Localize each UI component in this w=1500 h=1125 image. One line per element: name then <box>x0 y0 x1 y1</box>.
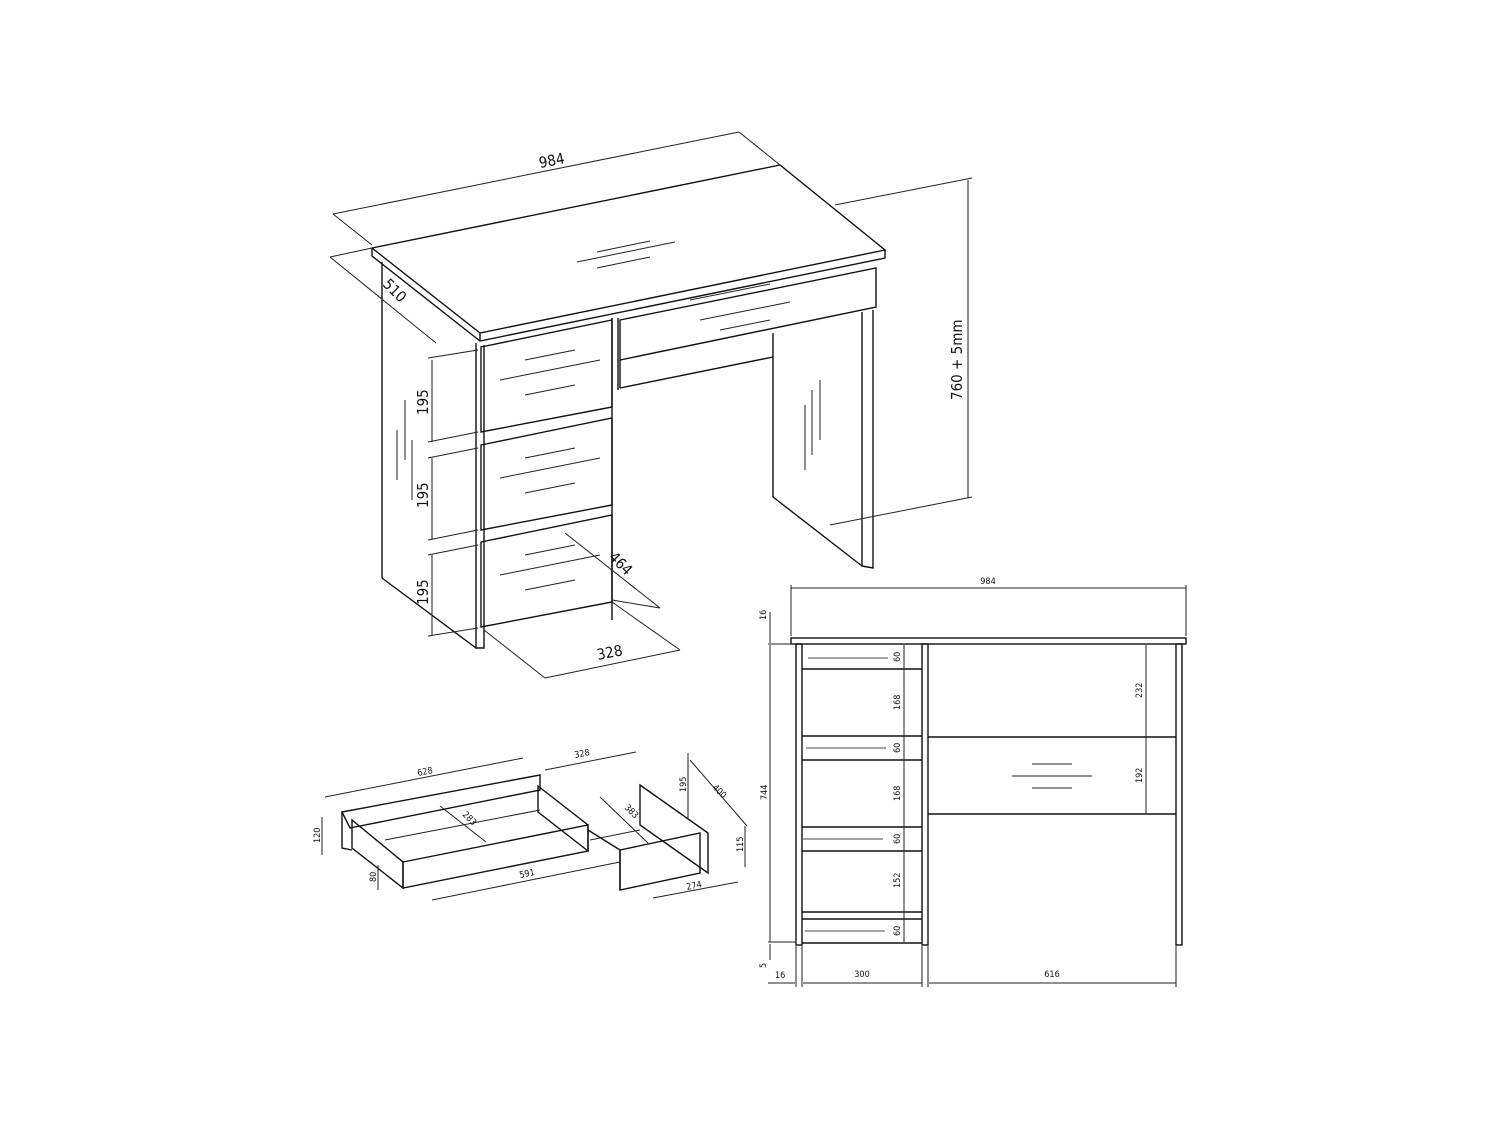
dim-short-height: 115 <box>736 837 746 852</box>
dim-long-inner-height: 80 <box>369 872 379 882</box>
drawer-boxes-view: 628 328 120 283 80 591 383 195 400 115 2… <box>313 748 748 901</box>
front-dim-top-thickness: 16 <box>759 610 769 620</box>
dim-drawer-height-2: 195 <box>414 482 432 508</box>
dim-width-label: 984 <box>537 149 566 172</box>
front-dim-stack-6: 152 <box>893 873 903 888</box>
dim-short-length: 328 <box>574 748 591 761</box>
front-dim-stack-3: 60 <box>893 743 903 753</box>
dim-long-inner-length: 591 <box>519 868 536 881</box>
front-dim-height: 744 <box>760 785 770 800</box>
front-left-leg <box>795 643 803 946</box>
dim-drawer-height-3: 195 <box>414 579 432 605</box>
front-right-leg <box>1175 643 1183 946</box>
front-dim-pedestal-width: 300 <box>854 970 869 980</box>
dim-pedestal-width: 328 <box>595 641 624 664</box>
front-dim-stack-4: 168 <box>893 786 903 801</box>
dim-drawer-height-1: 195 <box>414 389 432 415</box>
dim-short-depth: 383 <box>622 803 640 821</box>
front-dim-stack-1: 60 <box>893 652 903 662</box>
dim-short-inner-width: 274 <box>686 880 703 893</box>
front-dim-right-2: 192 <box>1135 768 1145 783</box>
center-drawer <box>619 267 877 361</box>
long-drawer-front <box>402 824 589 889</box>
front-elevation-view: 984 16 744 5 16 300 616 60 168 60 168 60… <box>759 577 1187 987</box>
dim-height-label: 760 + 5mm <box>948 319 966 400</box>
isometric-desk-view: 984 510 760 + 5mm 195 195 195 464 328 <box>329 131 973 679</box>
drawer-front-3 <box>480 514 613 628</box>
short-drawer-side <box>639 783 709 875</box>
dim-long-length: 628 <box>417 766 434 779</box>
front-pedestal-panel <box>921 643 929 946</box>
front-dim-opening-width: 616 <box>1044 970 1059 980</box>
front-dim-left-panel: 16 <box>775 971 785 981</box>
dim-depth-label: 510 <box>379 275 410 306</box>
long-drawer-back <box>340 774 541 829</box>
front-dim-right-1: 232 <box>1135 683 1145 698</box>
dim-long-height: 120 <box>313 828 323 843</box>
dim-drawer-depth: 464 <box>605 548 636 579</box>
short-drawer-front <box>619 832 701 891</box>
front-dim-stack-7: 60 <box>893 926 903 936</box>
front-dim-stack-5: 60 <box>893 834 903 844</box>
drawer-front-2 <box>480 417 613 531</box>
drawer-front-1 <box>480 319 613 433</box>
front-dim-foot: 5 <box>759 963 769 968</box>
front-dim-width: 984 <box>980 577 995 587</box>
front-top <box>790 637 1187 645</box>
dim-short-front-height: 195 <box>679 777 689 792</box>
front-dim-stack-2: 168 <box>893 695 903 710</box>
right-leg-panel <box>861 310 874 569</box>
